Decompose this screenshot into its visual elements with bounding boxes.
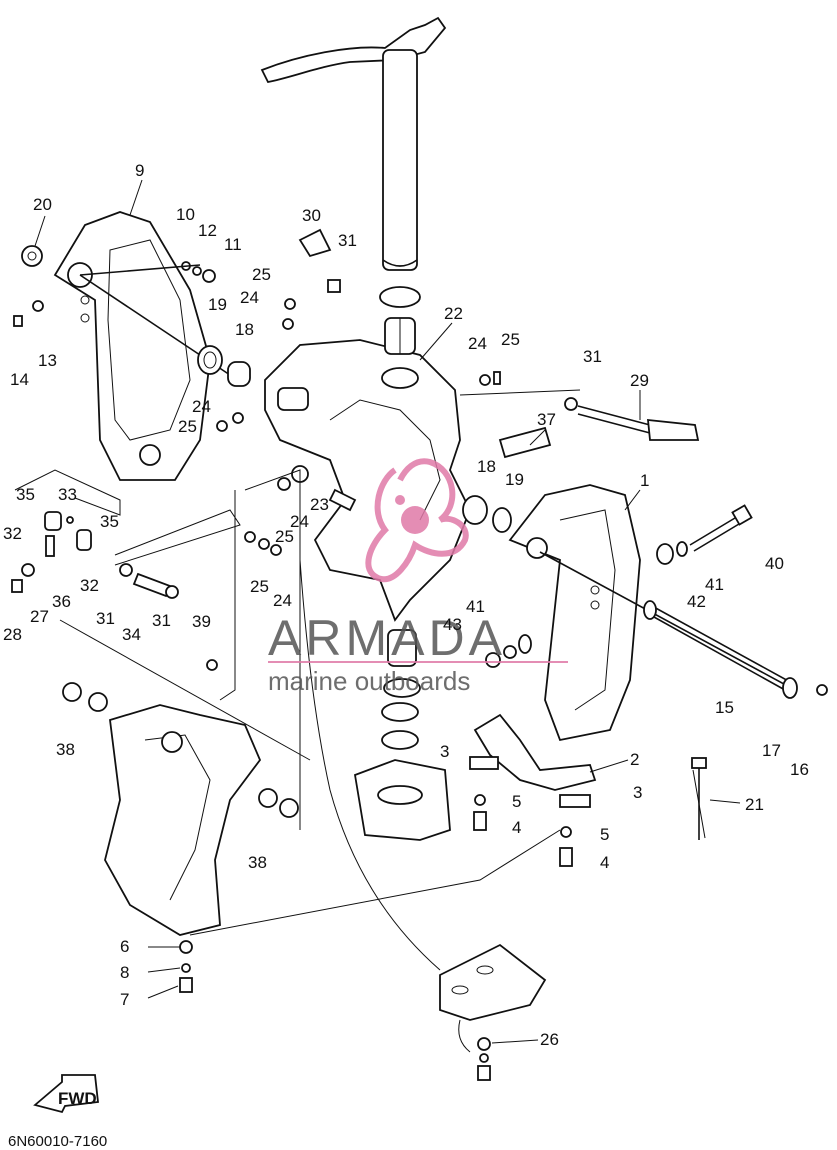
pin-37 xyxy=(498,426,552,459)
part-label-16: 16 xyxy=(790,760,809,779)
bushing-upper xyxy=(197,345,251,387)
fwd-label: FWD xyxy=(58,1089,97,1108)
left-clamp-bracket xyxy=(53,211,211,481)
part-label-3: 3 xyxy=(633,783,642,802)
steering-arm xyxy=(439,943,547,1053)
part-label-8: 8 xyxy=(120,963,129,982)
part-label-5: 5 xyxy=(512,792,521,811)
part-label-7: 7 xyxy=(120,990,129,1009)
part-label-39: 39 xyxy=(192,612,211,631)
hardware-center xyxy=(206,465,357,671)
part-label-24: 24 xyxy=(273,591,292,610)
part-label-25: 25 xyxy=(275,527,294,546)
part-labels: 1 2 3 3 4 4 5 5 6 7 8 9 10 11 12 13 14 1… xyxy=(3,161,809,1049)
part-label-18: 18 xyxy=(477,457,496,476)
watermark-tagline: marine outboards xyxy=(268,666,470,696)
part-label-42: 42 xyxy=(687,592,706,611)
lower-mount xyxy=(62,682,299,936)
bolt-40 xyxy=(656,504,753,565)
watermark-brand: ARMADA xyxy=(268,610,506,666)
part-label-37: 37 xyxy=(537,410,556,429)
part-label-41: 41 xyxy=(705,575,724,594)
bolts-4 xyxy=(473,794,573,867)
part-label-9: 9 xyxy=(135,161,144,180)
steering-handle xyxy=(260,16,447,271)
pin-34 xyxy=(119,563,179,599)
part-label-29: 29 xyxy=(630,371,649,390)
part-label-6: 6 xyxy=(120,937,129,956)
diagram-code: 6N60010-7160 xyxy=(8,1133,107,1150)
bolt-21 xyxy=(691,757,707,840)
part-label-4: 4 xyxy=(600,853,609,872)
part-label-14: 14 xyxy=(10,370,29,389)
part-label-19: 19 xyxy=(505,470,524,489)
part-label-33: 33 xyxy=(58,485,77,504)
tilt-shaft xyxy=(539,551,828,699)
part-label-17: 17 xyxy=(762,741,781,760)
part-label-25: 25 xyxy=(178,417,197,436)
steering-plate xyxy=(353,759,451,841)
part-label-5: 5 xyxy=(600,825,609,844)
hardware-bottom-left xyxy=(179,940,193,993)
part-label-25: 25 xyxy=(252,265,271,284)
part-label-35: 35 xyxy=(16,485,35,504)
hardware-right-middle xyxy=(485,634,532,668)
part-label-21: 21 xyxy=(745,795,764,814)
part-label-11: 11 xyxy=(224,235,242,254)
part-label-32: 32 xyxy=(80,576,99,595)
part-label-15: 15 xyxy=(715,698,734,717)
part-label-1: 1 xyxy=(640,471,649,490)
leader-lines xyxy=(34,179,741,1044)
part-label-20: 20 xyxy=(33,195,52,214)
part-label-30: 30 xyxy=(302,206,321,225)
guide-lines xyxy=(189,559,561,971)
part-label-36: 36 xyxy=(52,592,71,611)
part-label-24: 24 xyxy=(240,288,259,307)
hardware-left-small xyxy=(11,511,92,593)
right-clamp-bracket xyxy=(508,484,641,742)
tilt-pin xyxy=(564,397,700,441)
part-label-24: 24 xyxy=(468,334,487,353)
part-label-4: 4 xyxy=(512,818,521,837)
watermark: ARMADA marine outboards xyxy=(268,458,568,696)
watermark-logo xyxy=(365,458,469,583)
part-label-22: 22 xyxy=(444,304,463,323)
part-label-19: 19 xyxy=(208,295,227,314)
fwd-arrow: FWD xyxy=(33,1074,99,1114)
part-label-13: 13 xyxy=(38,351,57,370)
bushing-right xyxy=(462,495,512,533)
hardware-26 xyxy=(477,1037,491,1081)
part-label-41: 41 xyxy=(466,597,485,616)
part-label-28: 28 xyxy=(3,625,22,644)
part-label-24: 24 xyxy=(290,512,309,531)
part-label-43: 43 xyxy=(443,615,462,634)
part-label-38: 38 xyxy=(56,740,75,759)
part-label-27: 27 xyxy=(30,607,49,626)
frame-lines xyxy=(14,389,581,830)
part-label-12: 12 xyxy=(198,221,217,240)
plate-2 xyxy=(469,713,597,808)
part-label-25: 25 xyxy=(250,577,269,596)
part-label-31: 31 xyxy=(152,611,171,630)
lower-bushings xyxy=(381,629,421,750)
part-label-3: 3 xyxy=(440,742,449,761)
part-label-18: 18 xyxy=(235,320,254,339)
hardware-upper xyxy=(216,228,501,432)
part-label-34: 34 xyxy=(122,625,141,644)
part-label-25: 25 xyxy=(501,330,520,349)
part-label-40: 40 xyxy=(765,554,784,573)
part-label-26: 26 xyxy=(540,1030,559,1049)
part-label-10: 10 xyxy=(176,205,195,224)
part-label-2: 2 xyxy=(630,750,639,769)
part-label-24: 24 xyxy=(192,397,211,416)
part-label-32: 32 xyxy=(3,524,22,543)
part-label-23: 23 xyxy=(310,495,329,514)
part-label-38: 38 xyxy=(248,853,267,872)
upper-bushings xyxy=(379,286,421,355)
part-label-31: 31 xyxy=(96,609,115,628)
part-label-31: 31 xyxy=(338,231,357,250)
part-label-31: 31 xyxy=(583,347,602,366)
part-label-35: 35 xyxy=(100,512,119,531)
